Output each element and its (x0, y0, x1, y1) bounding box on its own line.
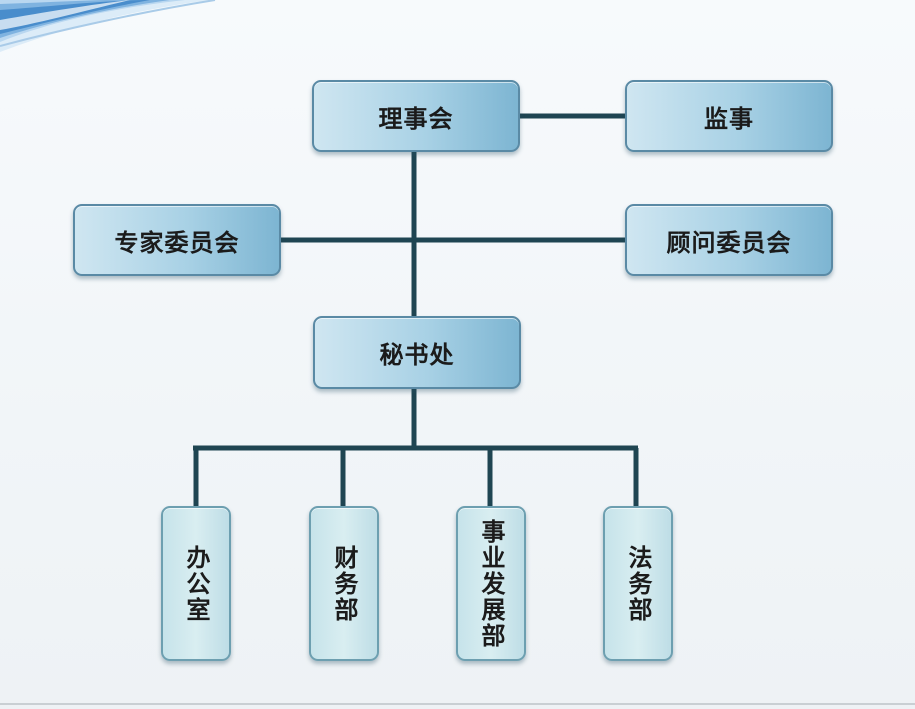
decorative-wave (0, 0, 216, 52)
node-advisory-committee: 顾问委员会 (625, 204, 833, 276)
node-secretariat: 秘书处 (313, 316, 521, 389)
node-legal: 法务部 (603, 506, 673, 661)
node-business-dev: 事业发展部 (456, 506, 526, 661)
connector-lines (193, 113, 639, 508)
node-board: 理事会 (312, 80, 520, 152)
node-office: 办公室 (161, 506, 231, 661)
footer-divider (0, 703, 915, 705)
node-expert-committee: 专家委员会 (73, 204, 281, 276)
node-finance: 财务部 (309, 506, 379, 661)
node-supervisor: 监事 (625, 80, 833, 152)
